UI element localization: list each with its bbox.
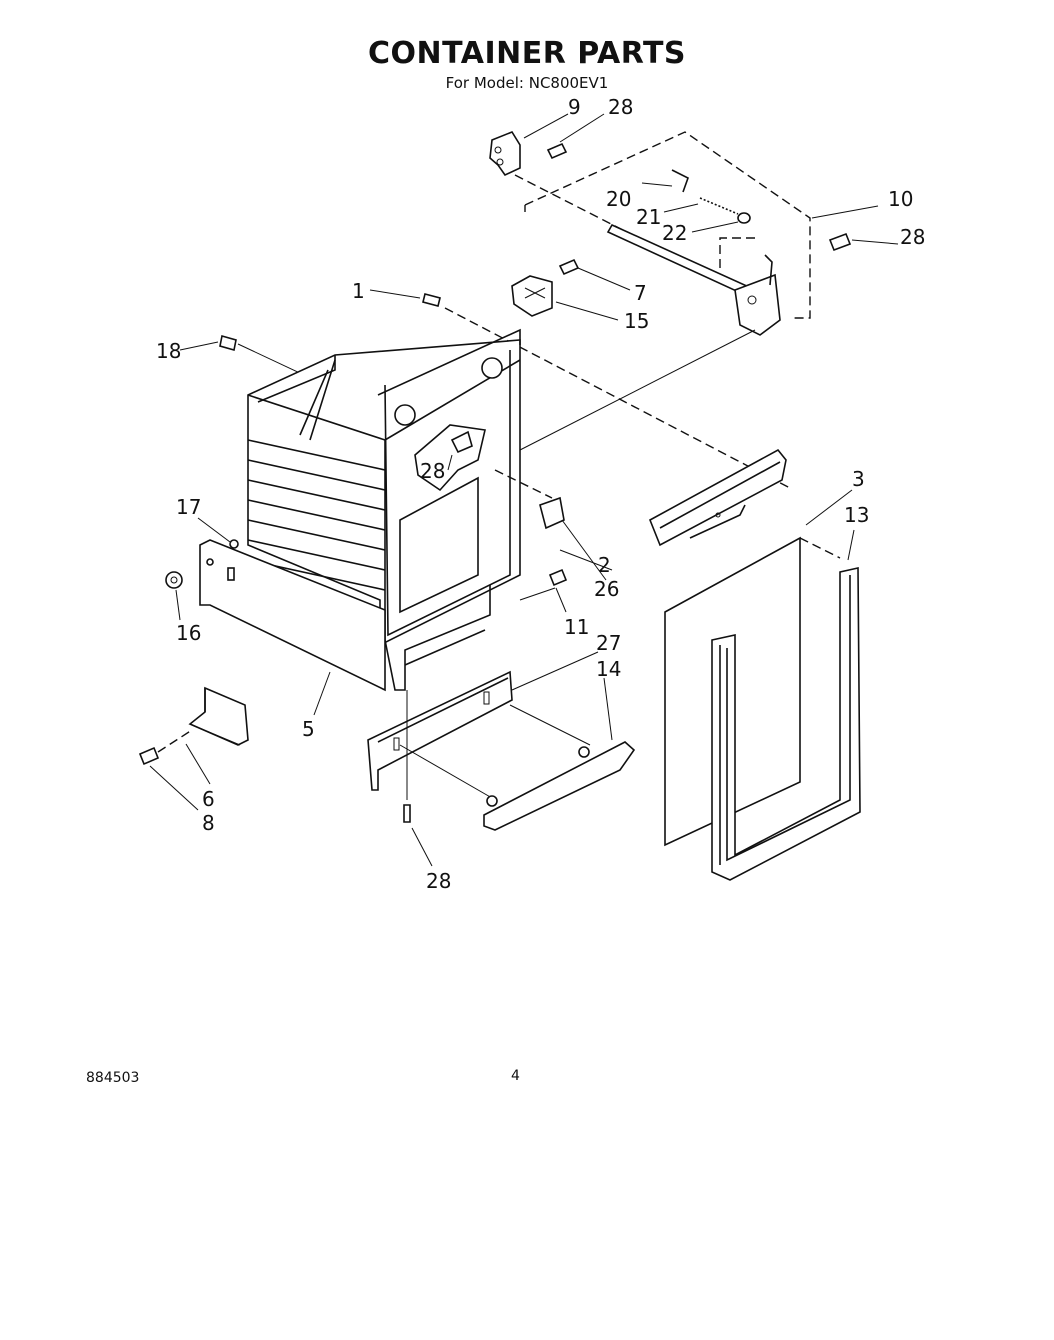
callout-27: 27 bbox=[596, 631, 621, 655]
callout-22: 22 bbox=[662, 221, 687, 245]
door-panel bbox=[664, 536, 841, 847]
callout-labels: 9 28 20 21 22 10 28 1 7 15 18 28 17 16 2… bbox=[156, 95, 925, 893]
callout-1: 1 bbox=[352, 279, 365, 303]
callout-11: 11 bbox=[564, 615, 589, 639]
callout-8: 8 bbox=[202, 811, 215, 835]
callout-10: 10 bbox=[888, 187, 913, 211]
screw-7 bbox=[558, 258, 580, 276]
guide-line-a bbox=[519, 329, 756, 451]
callout-28-bottom: 28 bbox=[426, 869, 451, 893]
callout-9: 9 bbox=[568, 95, 581, 119]
callout-26: 26 bbox=[594, 577, 619, 601]
leader-lines bbox=[149, 113, 899, 867]
screw-16 bbox=[165, 571, 183, 589]
callout-18: 18 bbox=[156, 339, 181, 363]
callout-13: 13 bbox=[844, 503, 869, 527]
screw-8 bbox=[138, 729, 193, 766]
callout-3: 3 bbox=[852, 467, 865, 491]
bracket-6 bbox=[188, 686, 249, 746]
callout-6: 6 bbox=[202, 787, 215, 811]
callout-17: 17 bbox=[176, 495, 201, 519]
container-body bbox=[247, 328, 521, 691]
screw-top bbox=[546, 142, 568, 160]
callout-14: 14 bbox=[596, 657, 621, 681]
callout-20: 20 bbox=[606, 187, 631, 211]
screw-bottom bbox=[403, 690, 411, 823]
screw-11 bbox=[548, 568, 568, 587]
callout-28-center: 28 bbox=[420, 459, 445, 483]
page-number: 4 bbox=[511, 1068, 520, 1084]
hinge-rod bbox=[606, 223, 781, 336]
screw-right bbox=[828, 232, 852, 252]
callout-7: 7 bbox=[634, 281, 647, 305]
rail-2 bbox=[648, 448, 787, 547]
side-rail bbox=[199, 539, 386, 692]
bracket-15 bbox=[511, 275, 553, 317]
callout-16: 16 bbox=[176, 621, 201, 645]
guide-line-b bbox=[519, 587, 556, 601]
callout-15: 15 bbox=[624, 309, 649, 333]
callout-5: 5 bbox=[302, 717, 315, 741]
callout-21: 21 bbox=[636, 205, 661, 229]
document-number: 884503 bbox=[86, 1070, 140, 1086]
callout-28-right: 28 bbox=[900, 225, 925, 249]
clip-26 bbox=[494, 469, 565, 530]
top-hinge-bracket bbox=[489, 131, 521, 177]
page-title: CONTAINER PARTS bbox=[367, 36, 687, 71]
door-gasket bbox=[711, 567, 861, 881]
model-subtitle: For Model: NC800EV1 bbox=[445, 74, 609, 92]
shelf-27 bbox=[367, 670, 591, 799]
handle-14 bbox=[483, 741, 636, 831]
callout-2: 2 bbox=[598, 553, 611, 577]
callout-28-top: 28 bbox=[608, 95, 633, 119]
pin-spring-washer bbox=[671, 169, 751, 224]
